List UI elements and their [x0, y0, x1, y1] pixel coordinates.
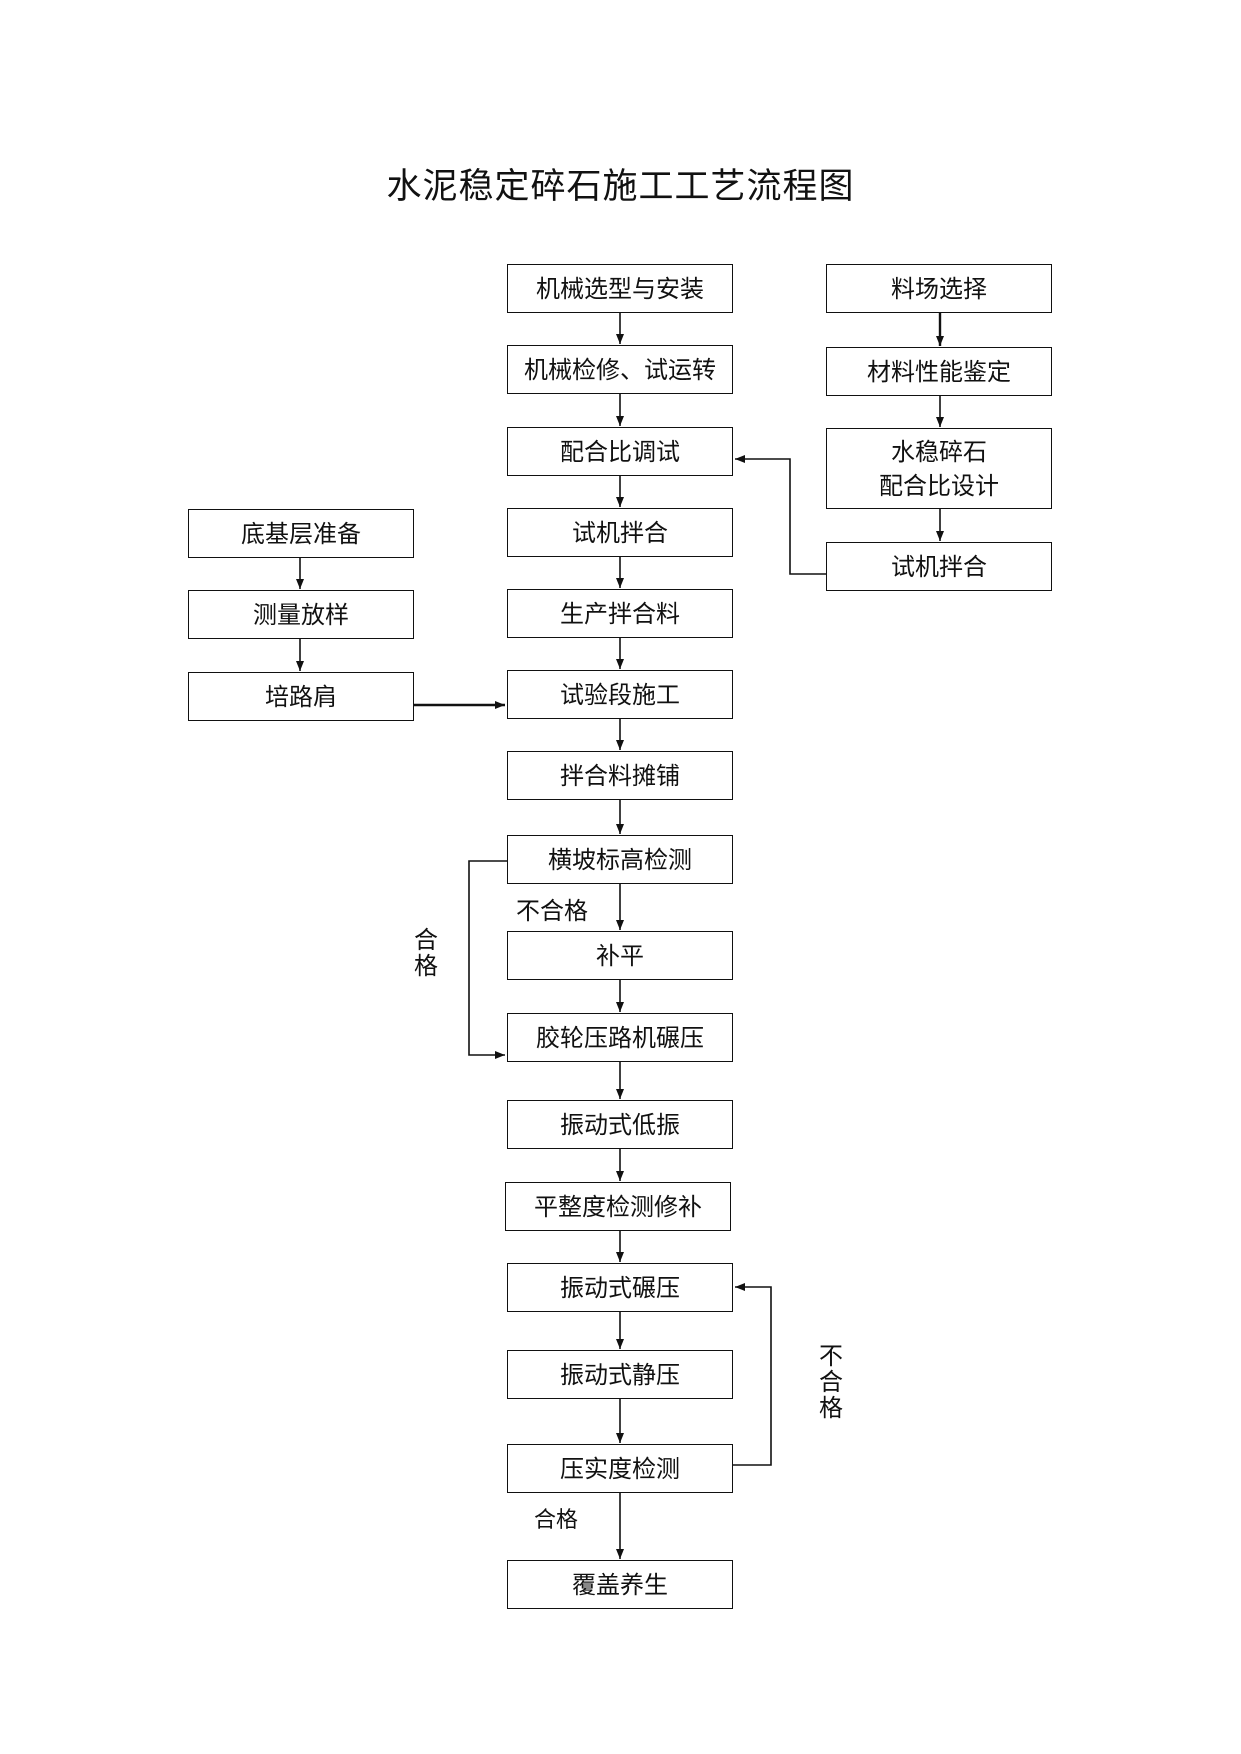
box-machine-check: 机械检修、试运转 [507, 345, 733, 394]
box-trial-mix: 试机拌合 [507, 508, 733, 557]
page-title: 水泥稳定碎石施工工艺流程图 [386, 167, 855, 207]
box-yard-select: 料场选择 [826, 264, 1052, 313]
label-qualified-1: 合 格 [414, 926, 438, 980]
label-qualified-2: 合格 [534, 1508, 579, 1533]
box-slope-check: 横坡标高检测 [507, 835, 733, 884]
box-tire-roller: 胶轮压路机碾压 [507, 1013, 733, 1062]
arrow-unqualified-loop [733, 1283, 772, 1466]
box-spreading: 拌合料摊铺 [507, 751, 733, 800]
box-base-prep: 底基层准备 [188, 509, 414, 558]
arrow-qualified-bypass [468, 860, 507, 1059]
box-shoulder: 培路肩 [188, 672, 414, 721]
box-mix-debug: 配合比调试 [507, 427, 733, 476]
box-cover-cure: 覆盖养生 [507, 1560, 733, 1609]
label-unqualified-2: 不 合 格 [819, 1342, 843, 1422]
box-right-trial-mix: 试机拌合 [826, 542, 1052, 591]
box-machine-selection: 机械选型与安装 [507, 264, 733, 313]
box-vib-static: 振动式静压 [507, 1350, 733, 1399]
box-compaction-check: 压实度检测 [507, 1444, 733, 1493]
box-trial-section: 试验段施工 [507, 670, 733, 719]
box-vib-low: 振动式低振 [507, 1100, 733, 1149]
box-flatness: 平整度检测修补 [505, 1182, 731, 1231]
arrow-feedback-mix [735, 455, 826, 575]
box-material-test: 材料性能鉴定 [826, 347, 1052, 396]
box-mix-design: 水稳碎石 配合比设计 [826, 428, 1052, 509]
box-vib-roll: 振动式碾压 [507, 1263, 733, 1312]
box-survey: 测量放样 [188, 590, 414, 639]
box-production-mix: 生产拌合料 [507, 589, 733, 638]
label-unqualified-1: 不合格 [516, 897, 588, 925]
box-patch: 补平 [507, 931, 733, 980]
